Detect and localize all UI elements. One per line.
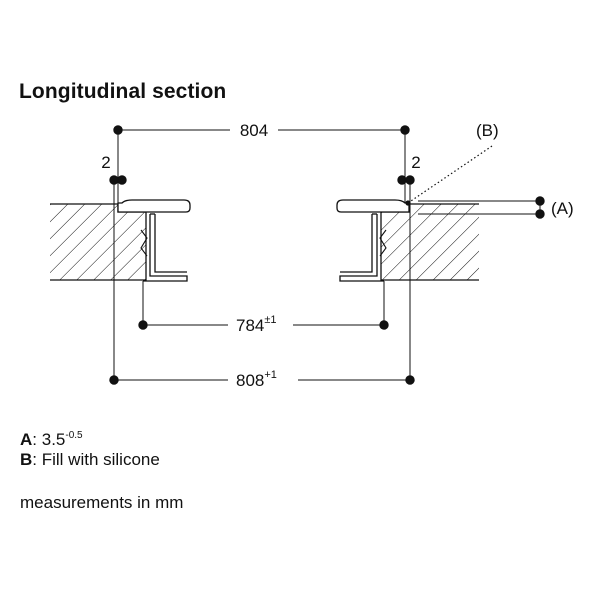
right-appliance-profile: [336, 199, 410, 282]
left-worktop: [50, 203, 147, 281]
legend-a-key: A: [20, 430, 33, 449]
callout-b-leader: [405, 145, 493, 206]
dimension-gap-left-label: 2: [101, 153, 110, 172]
callout-a-label: (A): [551, 199, 574, 218]
dimension-784-tolerance: ±1: [264, 314, 276, 326]
legend-item-a: A: 3.5-0.5: [20, 430, 83, 449]
units-note: measurements in mm: [20, 493, 184, 512]
dimension-gap-right: [397, 175, 415, 204]
dimension-808-label: 808+1: [236, 369, 277, 390]
dimension-gap-right-label: 2: [411, 153, 420, 172]
dimension-804-label: 804: [240, 121, 268, 140]
legend-b-text: Fill with silicone: [41, 450, 160, 469]
callout-b-label: (B): [476, 121, 499, 140]
legend-b-key: B: [20, 450, 33, 469]
legend-a-tolerance: -0.5: [65, 430, 83, 441]
callout-a-dimension: [418, 196, 545, 219]
dimension-804: [113, 125, 410, 203]
dimension-808-tolerance: +1: [264, 369, 277, 381]
right-worktop: [380, 203, 479, 281]
diagram-title: Longitudinal section: [19, 80, 227, 103]
dimension-784-value: 784: [236, 316, 264, 335]
dimension-808: [109, 204, 415, 385]
dimension-808-value: 808: [236, 371, 264, 390]
dimension-784-label: 784±1: [236, 314, 277, 335]
legend-a-value: 3.5: [41, 430, 66, 449]
left-appliance-profile: [117, 199, 191, 282]
dimension-gap-left: [109, 175, 127, 204]
dimension-784: [138, 281, 389, 330]
legend-item-b: B: Fill with silicone: [20, 450, 160, 469]
